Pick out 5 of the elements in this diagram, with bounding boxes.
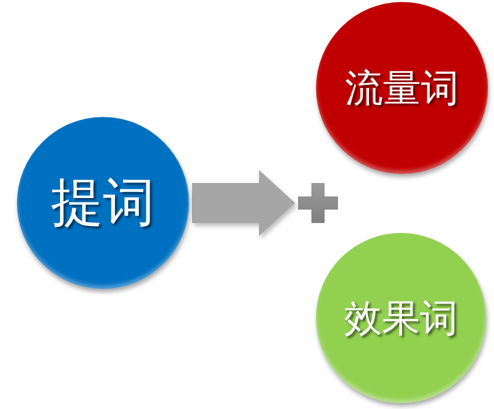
block-arrow [192, 170, 295, 236]
circle-node: 提词 [17, 117, 189, 289]
plus-sign [298, 183, 338, 223]
circle-node: 流量词 [316, 2, 488, 174]
circle-node: 效果词 [316, 233, 486, 403]
